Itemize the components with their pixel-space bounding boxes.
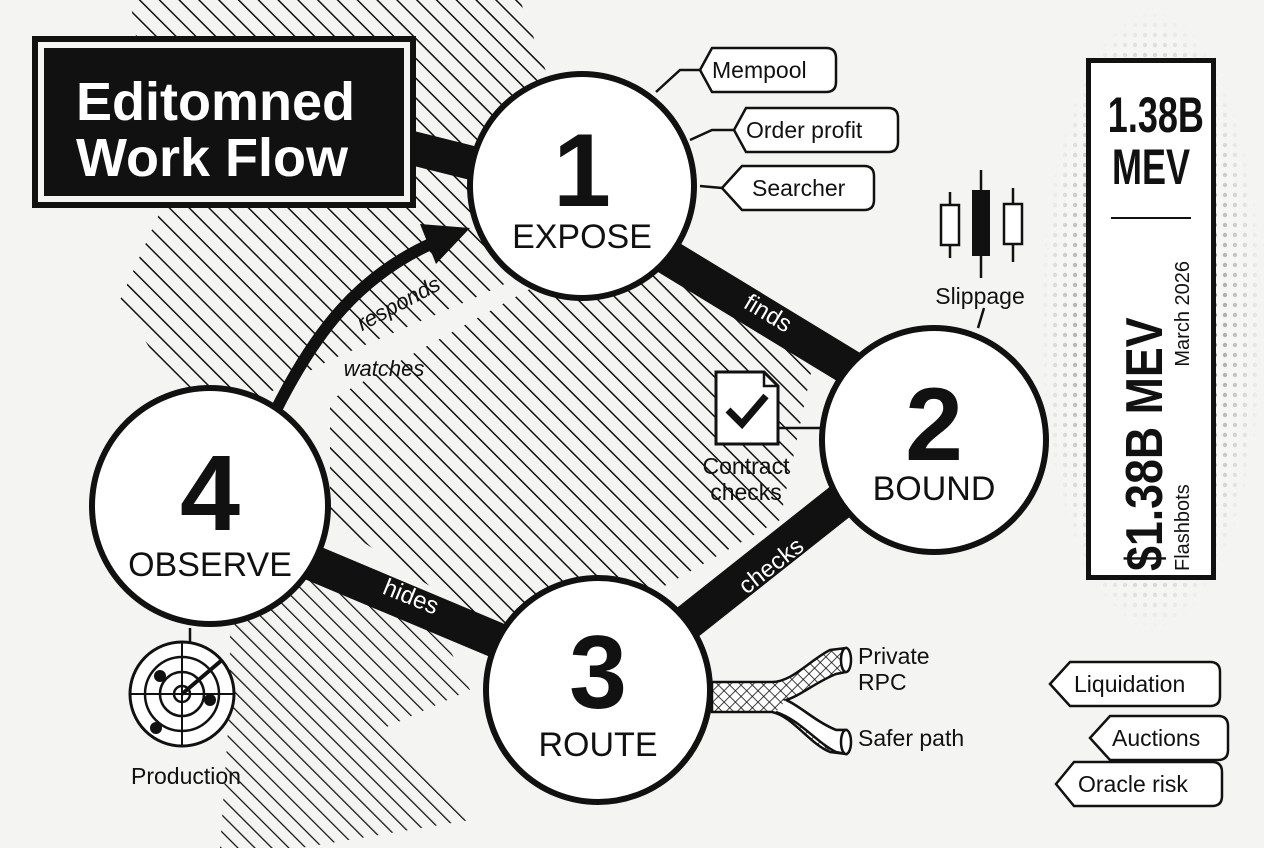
label-private-rpc-line1: Private: [858, 643, 930, 669]
right-tags: Liquidation Auctions Oracle risk: [1048, 660, 1230, 808]
stat-headline-unit: MEV: [1111, 139, 1191, 195]
edge-label-watches: watches: [344, 356, 425, 381]
node-expose: 1 EXPOSE: [467, 71, 697, 301]
tag-searcher: Searcher: [752, 175, 846, 201]
label-private-rpc-line2: RPC: [858, 669, 907, 695]
node-observe-label: OBSERVE: [128, 546, 292, 584]
tag-liquidation: Liquidation: [1074, 671, 1185, 697]
tag-auctions: Auctions: [1112, 725, 1200, 751]
stat-rotated-meta: Flashbots March 2026: [1171, 261, 1195, 571]
stat-rotated-value: $1.38B MEV: [1116, 317, 1174, 571]
label-safer-path: Safer path: [858, 725, 964, 751]
node-expose-number: 1: [553, 113, 611, 229]
node-bound-label: BOUND: [873, 470, 996, 508]
label-production: Production: [131, 763, 241, 789]
stat-box: 1.38B MEV $1.38B MEV Flashbots March 202…: [1086, 58, 1216, 580]
title-block: Editomned Work Flow: [32, 36, 416, 208]
expose-tags: Mempool Order profit Searcher: [655, 46, 900, 212]
stat-headline: 1.38B MEV: [1107, 87, 1204, 195]
tag-mempool: Mempool: [712, 57, 807, 83]
stat-headline-value: 1.38B: [1107, 87, 1204, 143]
stat-rotated: $1.38B MEV Flashbots March 2026: [1116, 261, 1195, 571]
node-expose-label: EXPOSE: [512, 218, 652, 256]
candlestick-icon: [939, 170, 1024, 329]
title-line-2: Work Flow: [76, 128, 349, 188]
tag-order-profit: Order profit: [746, 117, 863, 143]
node-route-number: 3: [569, 615, 627, 731]
tag-oracle-risk: Oracle risk: [1078, 771, 1188, 797]
stat-source: Flashbots: [1172, 484, 1194, 571]
label-contract-checks-line2: checks: [710, 479, 782, 505]
stat-divider: [1111, 217, 1191, 219]
node-bound: 2 BOUND: [819, 325, 1049, 555]
pipe-split-icon: [710, 646, 853, 756]
label-contract-checks-line1: Contract: [703, 453, 791, 479]
radar-icon: [128, 628, 236, 748]
node-observe: 4 OBSERVE: [89, 385, 331, 627]
stat-date: March 2026: [1172, 261, 1194, 367]
node-observe-number: 4: [180, 432, 240, 553]
node-bound-number: 2: [905, 367, 963, 483]
node-route: 3 ROUTE: [483, 575, 713, 805]
title-inner: Editomned Work Flow: [44, 48, 404, 196]
title-line-1: Editomned: [76, 72, 355, 132]
node-route-label: ROUTE: [539, 726, 658, 764]
label-slippage: Slippage: [935, 283, 1025, 309]
document-check-icon: [714, 370, 822, 446]
